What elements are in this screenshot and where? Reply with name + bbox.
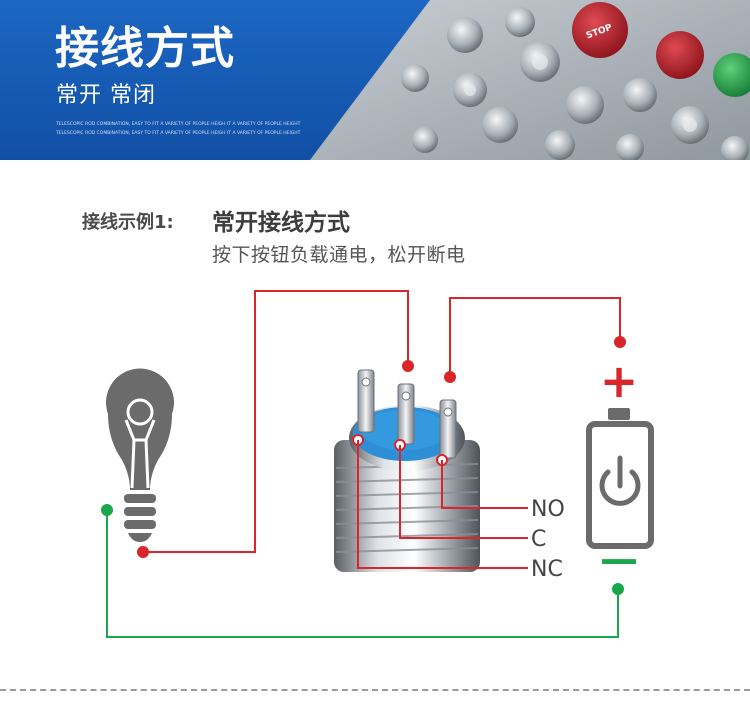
push-button-switch — [334, 369, 480, 572]
terminal-leaders — [357, 440, 528, 569]
terminal-pin-c — [397, 383, 415, 445]
banner-title: 接线方式 — [55, 23, 235, 74]
wire-node — [612, 583, 624, 595]
banner: STOP 接线方式 常开 常闭 TELESCOPIC ROD COMBINATI… — [0, 0, 750, 160]
fine-print-line: TELESCOPIC ROD COMBINATION, EASY TO FIT … — [56, 122, 301, 127]
banner-subtitle: 常开 常闭 — [56, 83, 156, 108]
terminal-pin-c-top — [357, 369, 375, 433]
switch-cluster — [401, 2, 750, 160]
terminal-label-nc: NC — [531, 557, 563, 582]
example-title: 常开接线方式 — [212, 210, 350, 236]
wire-node — [444, 371, 456, 383]
wire-node — [101, 504, 113, 516]
wire-node — [137, 546, 149, 558]
section-divider — [0, 689, 750, 691]
light-bulb-icon — [106, 368, 174, 542]
power-icon — [599, 455, 641, 506]
fine-print-line: TELESCOPIC ROD COMBINATION, EASY TO FIT … — [56, 131, 301, 136]
battery-icon — [586, 408, 654, 549]
terminal-label-c: C — [531, 527, 546, 552]
example-description: 按下按钮负载通电，松开断电 — [212, 244, 466, 266]
wire-node — [402, 360, 414, 372]
example-label: 接线示例1: — [82, 212, 174, 233]
product-photo: STOP — [310, 0, 750, 160]
wire-node — [614, 336, 626, 348]
banner-fine-print: TELESCOPIC ROD COMBINATION, EASY TO FIT … — [56, 120, 316, 138]
red-wire — [143, 290, 621, 553]
green-wire — [106, 510, 619, 638]
terminal-pin-no — [439, 399, 457, 459]
terminal-label-no: NO — [531, 497, 565, 522]
plus-sign: + — [600, 354, 639, 408]
